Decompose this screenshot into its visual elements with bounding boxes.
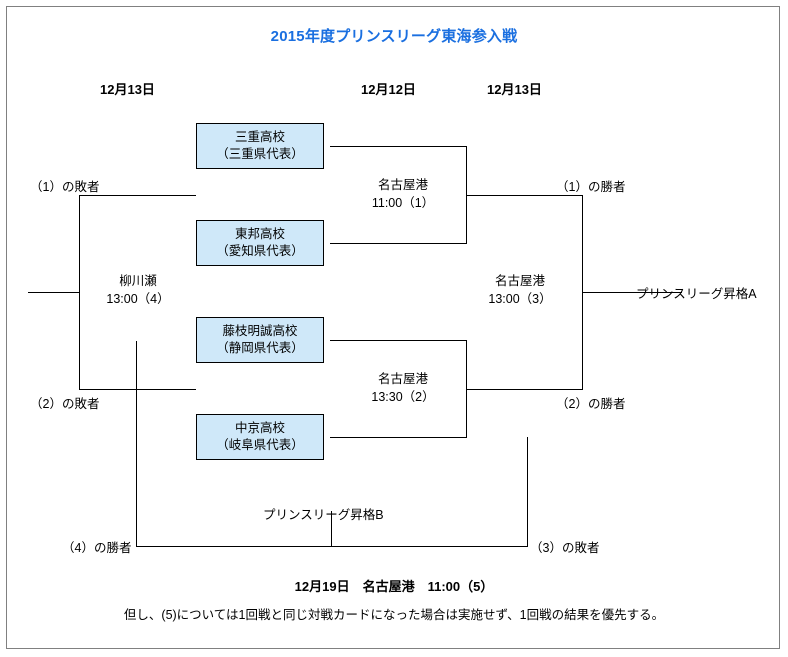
bracket-line-bottom-left-vertical [136,341,137,547]
match-time: 13:30（2） [371,390,435,404]
team-region: （三重県代表） [216,147,304,161]
bracket-line-team2-out [330,243,467,244]
label-promotion-b: プリンスリーグ昇格B [263,508,384,522]
match-label-2: 名古屋港 13:30（2） [340,370,466,406]
footer-note: 但し、(5)については1回戦と同じ対戦カードになった場合は実施せず、1回戦の結果… [123,608,665,622]
match-time: 13:00（3） [488,292,552,306]
label-loser-of-match2: （2）の敗者 [30,397,100,411]
team-region: （静岡県代表） [216,341,304,355]
label-loser-of-match3: （3）の敗者 [530,541,600,555]
label-promotion-a: プリンスリーグ昇格A [636,287,757,301]
team-box-toho[interactable]: 東邦高校 （愛知県代表） [196,220,324,266]
bracket-line-winner2-in [466,389,583,390]
match-venue: 柳川瀬 [119,274,157,288]
team-region: （愛知県代表） [216,244,304,258]
bracket-line-bottom-right-vertical [527,437,528,547]
bracket-line-promotion-b-stem [331,511,332,547]
bracket-line-loser1-in [79,195,196,196]
bracket-line-promotion-a [582,292,682,293]
team-name: 東邦高校 [234,227,285,241]
team-region: （岐阜県代表） [216,438,304,452]
match-time: 11:00（1） [371,196,435,210]
match-label-1: 名古屋港 11:00（1） [340,176,466,212]
team-name: 中京高校 [234,421,285,435]
bracket-line-team4-out [330,437,467,438]
footer-match5: 12月19日 名古屋港 11:00（5） [294,579,494,594]
bracket-line-match4-out [28,292,80,293]
label-winner-of-match1: （1）の勝者 [556,180,626,194]
team-box-mie[interactable]: 三重高校 （三重県代表） [196,123,324,169]
date-header-left: 12月13日 [100,82,155,97]
date-header-right: 12月13日 [487,82,542,97]
match-label-4: 柳川瀬 13:00（4） [80,272,196,308]
label-loser-of-match1: （1）の敗者 [30,180,100,194]
team-name: 三重高校 [234,130,285,144]
match-time: 13:00（4） [106,292,170,306]
date-header-center: 12月12日 [361,82,416,97]
team-box-fujieda-meisei[interactable]: 藤枝明誠高校 （静岡県代表） [196,317,324,363]
match-venue: 名古屋港 [377,372,428,386]
match-venue: 名古屋港 [377,178,428,192]
label-winner-of-match2: （2）の勝者 [556,397,626,411]
page-border [6,6,780,649]
bracket-line-winner1-in [466,195,583,196]
bracket-line-team1-out [330,146,467,147]
match-venue: 名古屋港 [494,274,545,288]
match-label-3: 名古屋港 13:00（3） [458,272,582,308]
team-name: 藤枝明誠高校 [222,324,298,338]
team-box-chukyo[interactable]: 中京高校 （岐阜県代表） [196,414,324,460]
page-title: 2015年度プリンスリーグ東海参入戦 [270,28,518,45]
bracket-line-bottom-horizontal [136,546,528,547]
bracket-line-loser2-in [79,389,196,390]
label-winner-of-match4: （4）の勝者 [62,541,132,555]
bracket-line-team3-out [330,340,467,341]
